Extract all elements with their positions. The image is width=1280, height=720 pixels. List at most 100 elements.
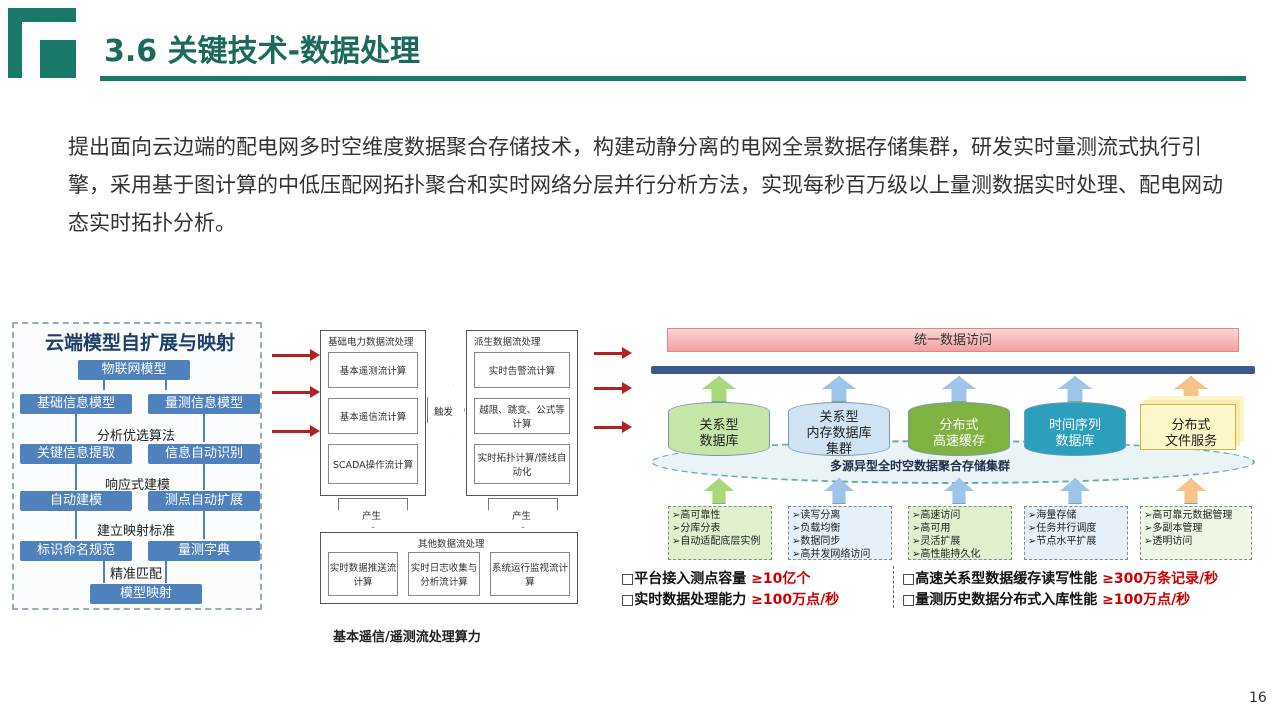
input-arrowhead: [622, 421, 632, 433]
intro-paragraph: 提出面向云边端的配电网多时空维度数据聚合存储技术，构建动静分离的电网全景数据存储…: [68, 135, 1223, 235]
feature-item: ➢高可用: [912, 523, 951, 534]
input-arrowhead: [622, 347, 632, 359]
metric-value: ≥100万点/秒: [1102, 592, 1191, 608]
storage-node: [1024, 402, 1126, 456]
upward-arrow: [1174, 376, 1208, 402]
auto-identify-box: 信息自动识别: [148, 444, 260, 464]
feature-list: ➢读写分离 ➢负载均衡 ➢数据同步 ➢高并发网络访问: [788, 506, 892, 560]
upward-arrow: [1058, 376, 1092, 402]
generate-label: 产生: [512, 511, 532, 522]
logo-square: [40, 40, 76, 78]
metric-row: □量测历史数据分布式入库性能 ≥100万点/秒: [902, 589, 1190, 609]
storage-node-label: 分布式 文件服务: [1164, 418, 1217, 449]
input-arrowhead: [622, 382, 632, 394]
feature-item: ➢数据同步: [792, 536, 841, 547]
measure-info-model-box: 量测信息模型: [148, 394, 260, 414]
feature-item: ➢读写分离: [792, 510, 841, 521]
connector: [203, 464, 205, 490]
feature-list: ➢高可靠性 ➢分库分表 ➢自动适配底层实例: [668, 506, 772, 560]
storage-node: [1140, 404, 1236, 450]
connector: [103, 380, 105, 390]
naming-spec-box: 标识命名规范: [20, 541, 132, 561]
realtime-alarm-calc: 实时告警流计算: [474, 352, 570, 388]
metric-row: □实时数据处理能力 ≥100万点/秒: [621, 589, 839, 609]
feature-item: ➢分库分表: [672, 523, 721, 534]
feature-item: ➢自动适配底层实例: [672, 536, 761, 547]
storage-node-label: 关系型 内存数据库 集群: [806, 410, 872, 457]
measure-dict-box: 量测字典: [148, 541, 260, 561]
storage-node: [788, 402, 890, 456]
generate-label: 产生: [362, 511, 382, 522]
feature-item: ➢节点水平扩展: [1028, 536, 1097, 547]
basic-stream-title: 基础电力数据流处理: [328, 337, 414, 348]
monitor-stream-calc: 系统运行监视流计算: [490, 552, 570, 596]
basic-telemetry-calc: 基本遥测流计算: [328, 352, 418, 388]
input-arrow: [272, 354, 314, 357]
auto-model-box: 自动建模: [20, 491, 132, 511]
other-stream-title: 其他数据流处理: [418, 539, 485, 550]
connector: [203, 511, 205, 539]
push-stream-calc: 实时数据推送流计算: [328, 552, 398, 596]
iot-model-box: 物联网模型: [78, 360, 190, 380]
connector: [165, 380, 167, 390]
storage-node: [668, 402, 770, 456]
model-panel-title: 云端模型自扩展与映射: [45, 332, 236, 354]
storage-node: [908, 402, 1010, 456]
connector: [165, 561, 167, 583]
upward-arrow: [1176, 478, 1206, 504]
feature-item: ➢负载均衡: [792, 523, 841, 534]
input-arrow: [272, 391, 314, 394]
metric-value: ≥10亿个: [751, 571, 811, 587]
point-expand-box: 测点自动扩展: [148, 491, 260, 511]
upward-arrow: [704, 478, 734, 504]
input-arrowhead: [310, 349, 320, 361]
page-number: 16: [1249, 690, 1267, 706]
input-arrow: [594, 352, 624, 355]
step-analysis-label: 分析优选算法: [97, 429, 176, 444]
metric-label: □平台接入测点容量: [621, 571, 752, 587]
realtime-topology-calc: 实时拓扑计算/馈线自动化: [474, 444, 570, 484]
feature-item: ➢高性能持久化: [912, 549, 981, 560]
model-mapping-box: 模型映射: [90, 584, 202, 604]
step-mapping-std-label: 建立映射标准: [97, 524, 176, 539]
connector: [203, 414, 205, 442]
input-arrow: [272, 430, 314, 433]
feature-item: ➢多副本管理: [1144, 523, 1203, 534]
upward-arrow: [702, 376, 736, 402]
connector: [75, 511, 77, 539]
metrics-divider: [893, 566, 894, 608]
access-bus: [651, 366, 1255, 374]
input-arrow: [594, 426, 624, 429]
metric-label: □高速关系型数据缓存读写性能: [902, 571, 1103, 587]
feature-list: ➢高速访问➢高可用➢灵活扩展➢高性能持久化: [908, 506, 1012, 560]
feature-item: ➢高可靠性: [672, 510, 721, 521]
trigger-label: 触发: [434, 407, 454, 418]
metric-value: ≥300万条记录/秒: [1102, 571, 1219, 587]
feature-list: ➢高可靠元数据管理 ➢多副本管理 ➢透明访问: [1140, 506, 1252, 560]
scada-op-calc: SCADA操作流计算: [328, 444, 418, 484]
feature-item: ➢高速访问: [912, 510, 961, 521]
feature-item: ➢高并发网络访问: [792, 549, 871, 560]
page-title: 3.6 关键技术-数据处理: [104, 34, 421, 69]
feature-item: ➢海量存储: [1028, 510, 1077, 521]
step-reactive-label: 响应式建模: [105, 478, 171, 493]
connector: [75, 414, 77, 442]
key-extract-box: 关键信息提取: [20, 444, 132, 464]
storage-cluster-label: 多源异型全时空数据聚合存储集群: [830, 459, 1011, 473]
input-arrowhead: [310, 425, 320, 437]
connector: [75, 464, 77, 490]
storage-node-label: 关系型 数据库: [699, 418, 739, 449]
metric-row: □高速关系型数据缓存读写性能 ≥300万条记录/秒: [902, 568, 1218, 588]
basic-info-model-box: 基础信息模型: [20, 394, 132, 414]
metric-row: □平台接入测点容量 ≥10亿个: [621, 568, 810, 588]
metric-label: □量测历史数据分布式入库性能: [902, 592, 1103, 608]
title-underline: [100, 76, 1246, 81]
feature-item: ➢透明访问: [1144, 536, 1193, 547]
metric-value: ≥100万点/秒: [751, 592, 840, 608]
feature-item: ➢高可靠元数据管理: [1144, 510, 1233, 521]
feature-item: ➢任务并行调度: [1028, 523, 1097, 534]
derived-stream-title: 派生数据流处理: [474, 337, 541, 348]
unified-access-bar: 统一数据访问: [667, 328, 1239, 352]
metric-label: □实时数据处理能力: [621, 592, 752, 608]
input-arrow: [594, 387, 624, 390]
